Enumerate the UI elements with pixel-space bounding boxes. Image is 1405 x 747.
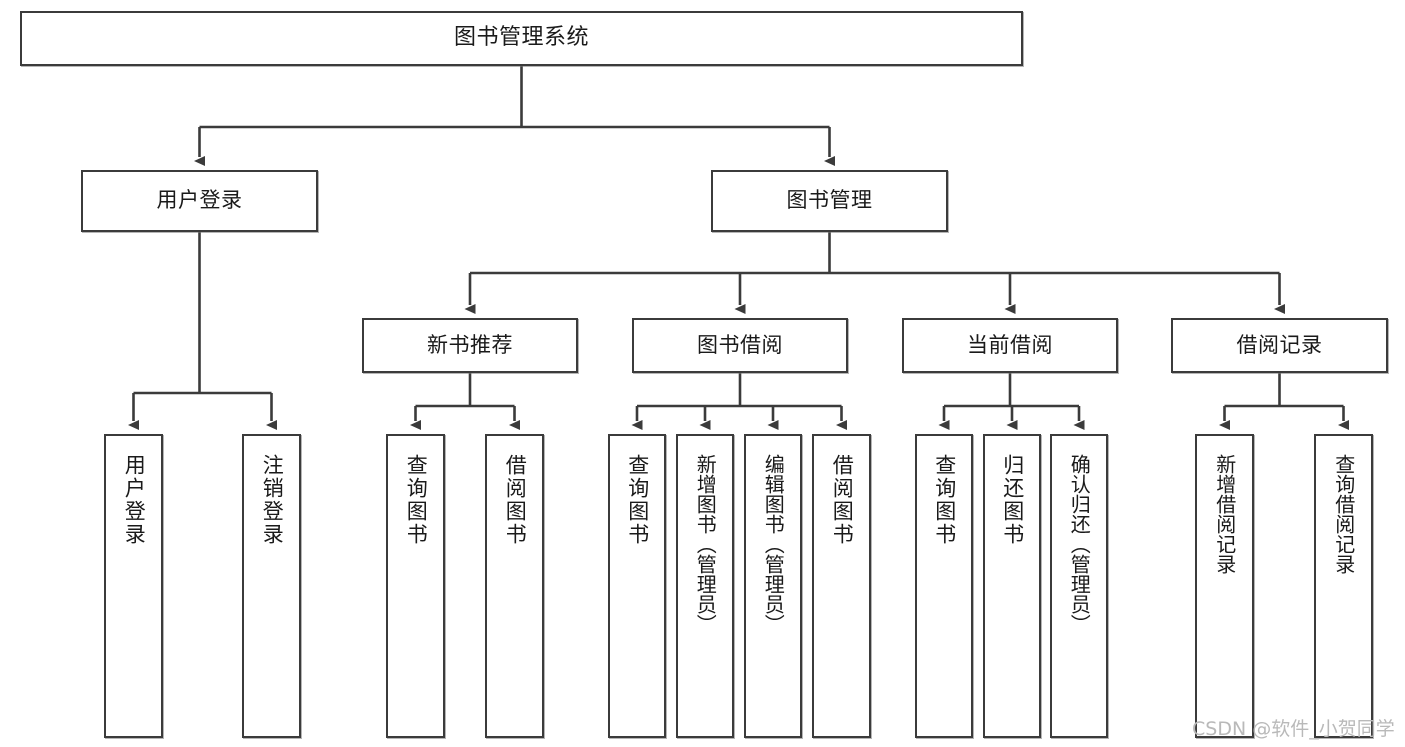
node-label: 归还图书: [1000, 454, 1025, 546]
node-level3-2[interactable]: 当前借阅: [902, 318, 1118, 373]
node-leaf-2[interactable]: 查询图书: [386, 434, 445, 738]
node-label: 图书借阅: [697, 332, 783, 357]
node-level2-0[interactable]: 用户登录: [81, 170, 318, 232]
node-leaf-4[interactable]: 查询图书: [608, 434, 666, 738]
node-label: 查询图书: [932, 454, 957, 546]
node-level2-1[interactable]: 图书管理: [711, 170, 948, 232]
node-leaf-5[interactable]: 新增图书（管理员）: [676, 434, 734, 738]
csdn-watermark: CSDN @软件_小贺同学: [1192, 718, 1395, 740]
node-level3-0[interactable]: 新书推荐: [362, 318, 578, 373]
node-leaf-6[interactable]: 编辑图书（管理员）: [744, 434, 802, 738]
node-label: 注销登录: [260, 454, 285, 546]
node-label: 用户登录: [122, 454, 147, 546]
node-leaf-10[interactable]: 确认归还（管理员）: [1050, 434, 1108, 738]
node-label: 借阅图书: [503, 454, 528, 546]
node-label: 新书推荐: [427, 332, 513, 357]
node-label: 借阅记录: [1236, 332, 1323, 357]
node-label: 查询图书: [404, 454, 429, 546]
node-root-system[interactable]: 图书管理系统: [20, 11, 1023, 66]
node-label: 确认归还（管理员）: [1067, 454, 1092, 634]
node-leaf-9[interactable]: 归还图书: [983, 434, 1041, 738]
node-leaf-12[interactable]: 查询借阅记录: [1314, 434, 1373, 738]
node-label: 查询图书: [625, 454, 650, 546]
node-leaf-7[interactable]: 借阅图书: [812, 434, 871, 738]
node-label: 新增图书（管理员）: [693, 454, 718, 634]
node-label: 当前借阅: [967, 332, 1053, 357]
node-label: 编辑图书（管理员）: [761, 454, 786, 634]
node-leaf-11[interactable]: 新增借阅记录: [1195, 434, 1254, 738]
node-level3-3[interactable]: 借阅记录: [1171, 318, 1388, 373]
node-label: 用户登录: [156, 188, 243, 213]
node-leaf-0[interactable]: 用户登录: [104, 434, 163, 738]
node-level3-1[interactable]: 图书借阅: [632, 318, 848, 373]
node-leaf-1[interactable]: 注销登录: [242, 434, 301, 738]
node-leaf-8[interactable]: 查询图书: [915, 434, 973, 738]
node-label: 查询借阅记录: [1331, 454, 1356, 574]
node-label: 图书管理系统: [453, 25, 589, 51]
node-leaf-3[interactable]: 借阅图书: [485, 434, 544, 738]
node-label: 图书管理: [786, 188, 873, 213]
node-label: 借阅图书: [830, 454, 855, 546]
node-label: 新增借阅记录: [1212, 454, 1237, 574]
